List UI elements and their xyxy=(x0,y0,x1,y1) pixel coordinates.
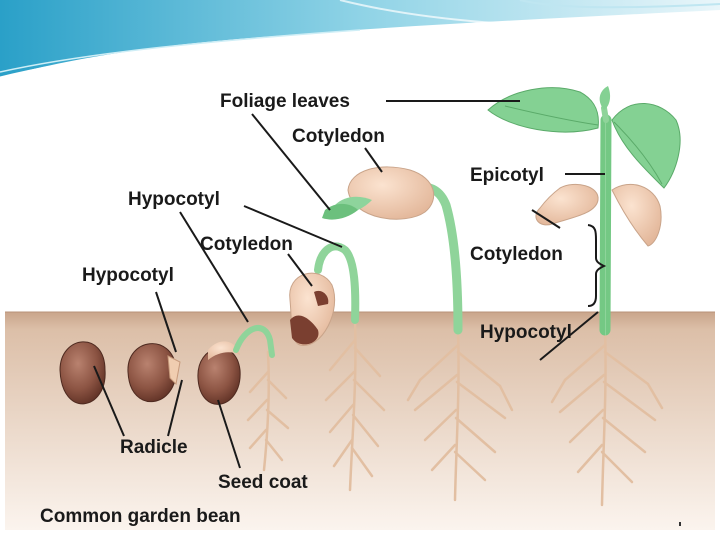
seedling-mature xyxy=(487,86,681,336)
hypocotyl-upper-line xyxy=(243,205,343,248)
radicle-line xyxy=(93,365,125,437)
label-cotyledon-mid: Cotyledon xyxy=(200,234,293,255)
label-hypocotyl-right: Hypocotyl xyxy=(480,322,572,343)
header-wave xyxy=(0,0,720,80)
label-hypocotyl-upper: Hypocotyl xyxy=(128,189,220,210)
cotyledon-right-line xyxy=(531,209,561,229)
label-epicotyl: Epicotyl xyxy=(470,165,544,186)
label-radicle: Radicle xyxy=(120,437,188,458)
caption: Common garden bean xyxy=(40,506,241,527)
hypocotyl-left-line xyxy=(155,291,177,353)
cotyledon-bracket xyxy=(587,224,607,307)
pointer-lines xyxy=(93,100,607,469)
label-cotyledon-right: Cotyledon xyxy=(470,244,563,265)
label-hypocotyl-left: Hypocotyl xyxy=(82,265,174,286)
cotyledon-top-line xyxy=(364,147,383,173)
seed-1 xyxy=(59,341,106,405)
label-foliage-leaves: Foliage leaves xyxy=(220,91,350,112)
hypocotyl-upper-line-2 xyxy=(179,211,249,323)
seedling-hook xyxy=(289,242,360,346)
label-seed-coat: Seed coat xyxy=(218,472,308,493)
slide-mark xyxy=(679,522,681,526)
hypocotyl-right-line xyxy=(539,311,599,361)
seed-coat-line xyxy=(217,399,241,469)
label-cotyledon-top: Cotyledon xyxy=(292,126,385,147)
radicle-line-2 xyxy=(167,379,183,437)
seedling-upright xyxy=(322,166,463,335)
seed-2 xyxy=(127,343,181,402)
foliage-leaves-line-2 xyxy=(251,113,331,211)
cotyledon-mid-line xyxy=(287,253,313,287)
soil xyxy=(5,312,715,530)
roots xyxy=(246,318,664,507)
seed-3 xyxy=(197,325,275,405)
